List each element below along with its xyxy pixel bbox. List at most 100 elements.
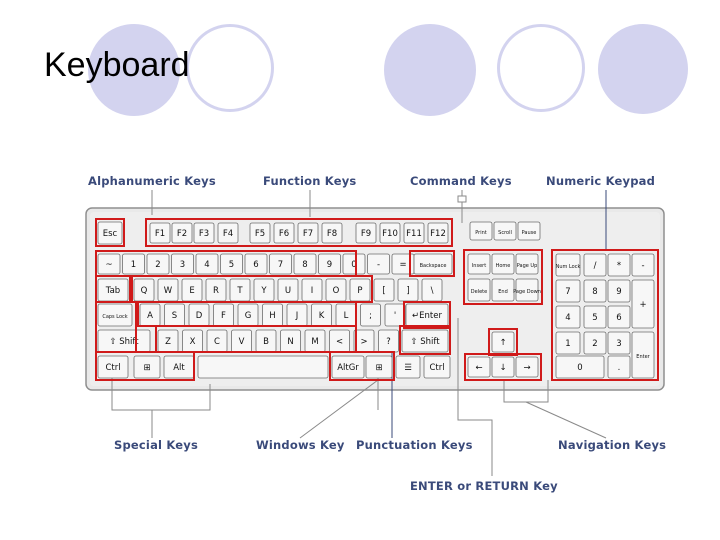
key-num-11: -: [367, 253, 390, 275]
key-a-9-label: ;: [369, 311, 372, 321]
decorative-circle-5: [598, 24, 688, 114]
key-pad-8-label: 8: [592, 287, 597, 297]
key-q-8-label: O: [333, 286, 340, 296]
key-page-down: Page Down: [513, 278, 541, 302]
key-pad-multiply-label: *: [617, 261, 621, 271]
key-q-4: T: [229, 278, 251, 302]
key-pad-0: 0: [555, 355, 605, 379]
key-q-5-label: Y: [260, 286, 267, 296]
key-num-4-label: 4: [204, 260, 209, 270]
key-insert-label: Insert: [472, 263, 486, 269]
key-z-5-label: N: [287, 337, 293, 347]
key-f3: F3: [193, 222, 215, 244]
key-pad-dot-label: .: [618, 363, 621, 373]
key-ctrl-right: Ctrl: [423, 355, 451, 379]
label-punctuation-keys: Punctuation Keys: [356, 438, 473, 452]
key-arrow-up-label: ↑: [499, 338, 506, 348]
key-enter-label: ↵Enter: [412, 311, 442, 321]
key-menu-label: ☰: [404, 363, 412, 373]
key-a-3-label: F: [221, 311, 226, 321]
group-shift-right: [399, 325, 451, 355]
key-a-6: J: [286, 303, 308, 327]
key-scroll-lock-label: Scroll: [498, 230, 512, 236]
key-f5: F5: [249, 222, 271, 244]
key-a-4-label: G: [245, 311, 252, 321]
key-win-left: ⊞: [133, 355, 161, 379]
group-esc: [95, 218, 125, 247]
key-pad-9-label: 9: [616, 287, 621, 297]
key-num-6-label: 6: [253, 260, 258, 270]
key-f2-label: F2: [177, 229, 187, 239]
key-pad-plus-label: +: [639, 300, 646, 310]
key-page-up-label: Page Up: [517, 263, 538, 269]
key-q-4-label: T: [236, 286, 243, 296]
key-f10: F10: [379, 222, 401, 244]
key-shift-left: ⇧ Shift: [97, 329, 151, 353]
key-ctrl-left-label: Ctrl: [105, 363, 120, 373]
key-num-5: 5: [220, 253, 243, 275]
key-z-3: V: [231, 329, 252, 353]
key-f2: F2: [171, 222, 193, 244]
key-print-screen-label: Print: [475, 230, 487, 236]
key-f6: F6: [273, 222, 295, 244]
key-ctrl-left: Ctrl: [97, 355, 129, 379]
key-q-11-label: ]: [406, 286, 409, 296]
key-z-5: N: [280, 329, 301, 353]
key-pad-4: 4: [555, 305, 581, 329]
key-enter: ↵Enter: [405, 303, 449, 327]
key-end-label: End: [498, 289, 508, 295]
key-win-right-label: ⊞: [375, 363, 382, 373]
key-f7-label: F7: [303, 229, 313, 239]
label-enter-key: ENTER or RETURN Key: [410, 479, 558, 493]
key-scroll-lock: Scroll: [493, 221, 517, 241]
key-num-lock: Num Lock: [555, 253, 580, 277]
key-f11-label: F11: [406, 229, 422, 239]
key-a-10-label: ': [394, 311, 396, 321]
key-num-7-label: 7: [278, 260, 283, 270]
key-a-1: S: [164, 303, 185, 327]
key-q-2: E: [181, 278, 203, 302]
group-arrows-bottom: [464, 353, 542, 381]
key-f1: F1: [149, 222, 171, 244]
key-num-9-label: 9: [327, 260, 332, 270]
decorative-circle-3: [384, 24, 476, 116]
key-alt: Alt: [163, 355, 195, 379]
key-arrow-left: ←: [467, 356, 491, 378]
key-f6-label: F6: [279, 229, 289, 239]
key-a-0: A: [139, 303, 161, 327]
key-space: [197, 355, 329, 379]
key-pad-divide-label: /: [594, 261, 597, 271]
key-esc-label: Esc: [103, 229, 118, 239]
key-a-2: D: [188, 303, 210, 327]
key-num-1-label: 1: [131, 260, 136, 270]
key-z-7: <: [329, 329, 350, 353]
key-q-9: P: [349, 278, 371, 302]
key-q-3-label: R: [213, 286, 219, 296]
key-q-12: \: [421, 278, 443, 302]
key-pad-divide: /: [583, 253, 607, 277]
key-pad-6-label: 6: [616, 313, 621, 323]
key-ctrl-right-label: Ctrl: [429, 363, 444, 373]
key-pad-3-label: 3: [616, 339, 621, 349]
key-f12-label: F12: [430, 229, 446, 239]
key-num-10-label: 0: [351, 260, 356, 270]
key-altgr-label: AltGr: [337, 363, 359, 373]
key-num-9: 9: [318, 253, 341, 275]
decorative-circle-1: [88, 24, 180, 116]
key-num-8-label: 8: [302, 260, 307, 270]
key-num-3: 3: [171, 253, 194, 275]
key-num-10: 0: [342, 253, 366, 275]
label-navigation-keys: Navigation Keys: [558, 438, 667, 452]
key-q-2-label: E: [189, 286, 194, 296]
key-pad-1-label: 1: [565, 339, 570, 349]
key-z-1-label: X: [190, 337, 196, 347]
key-z-2: C: [206, 329, 228, 353]
key-page-down-label: Page Down: [513, 289, 541, 295]
key-a-3: F: [213, 303, 234, 327]
key-pad-2-label: 2: [592, 339, 597, 349]
key-shift-right: ⇧ Shift: [401, 329, 449, 353]
key-delete-label: Delete: [471, 289, 487, 295]
key-backspace: Backspace: [413, 253, 453, 275]
key-pad-8: 8: [583, 279, 607, 303]
key-num-7: 7: [269, 253, 292, 275]
